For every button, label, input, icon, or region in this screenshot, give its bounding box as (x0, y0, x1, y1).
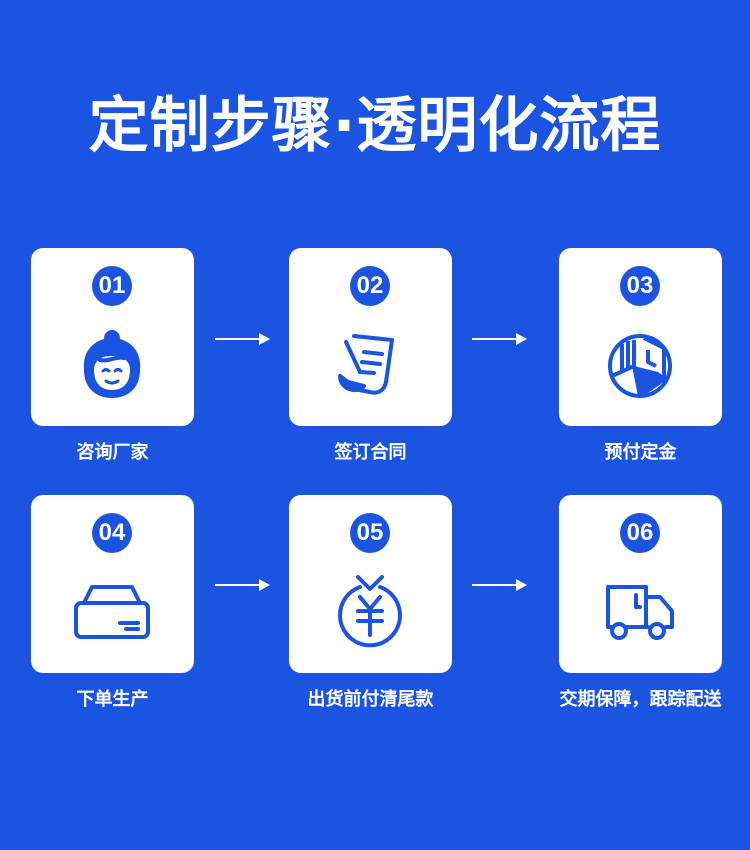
arrow-right-icon (215, 579, 270, 591)
step-label: 签订合同 (334, 442, 407, 463)
deposit-icon (608, 334, 672, 398)
truck-icon (606, 585, 674, 640)
step-card-4: 04 (31, 495, 194, 673)
customer-service-icon (83, 330, 141, 398)
step-number: 04 (92, 513, 132, 553)
contract-icon (338, 334, 394, 395)
step-label: 咨询厂家 (76, 442, 149, 463)
step-card-3: 03 (559, 248, 722, 426)
step-card-1: 01 (31, 248, 194, 426)
arrow-right-icon (215, 333, 270, 345)
step-number: 01 (92, 266, 132, 306)
page-title: 定制步骤·透明化流程 (88, 91, 662, 161)
step-card-6: 06 (559, 495, 722, 673)
step-card-2: 02 (289, 248, 452, 426)
step-label: 交期保障，跟踪配送 (559, 689, 722, 710)
step-card-5: 05 (289, 495, 452, 673)
step-number: 06 (620, 513, 660, 553)
arrow-right-icon (472, 333, 527, 345)
box-icon (74, 585, 150, 639)
step-label: 下单生产 (76, 689, 149, 710)
step-number: 02 (350, 266, 390, 306)
step-label: 预付定金 (604, 442, 677, 463)
step-number: 05 (350, 513, 390, 553)
step-label: 出货前付清尾款 (307, 689, 434, 710)
arrow-right-icon (472, 579, 527, 591)
yuan-icon (338, 575, 402, 648)
step-number: 03 (620, 266, 660, 306)
